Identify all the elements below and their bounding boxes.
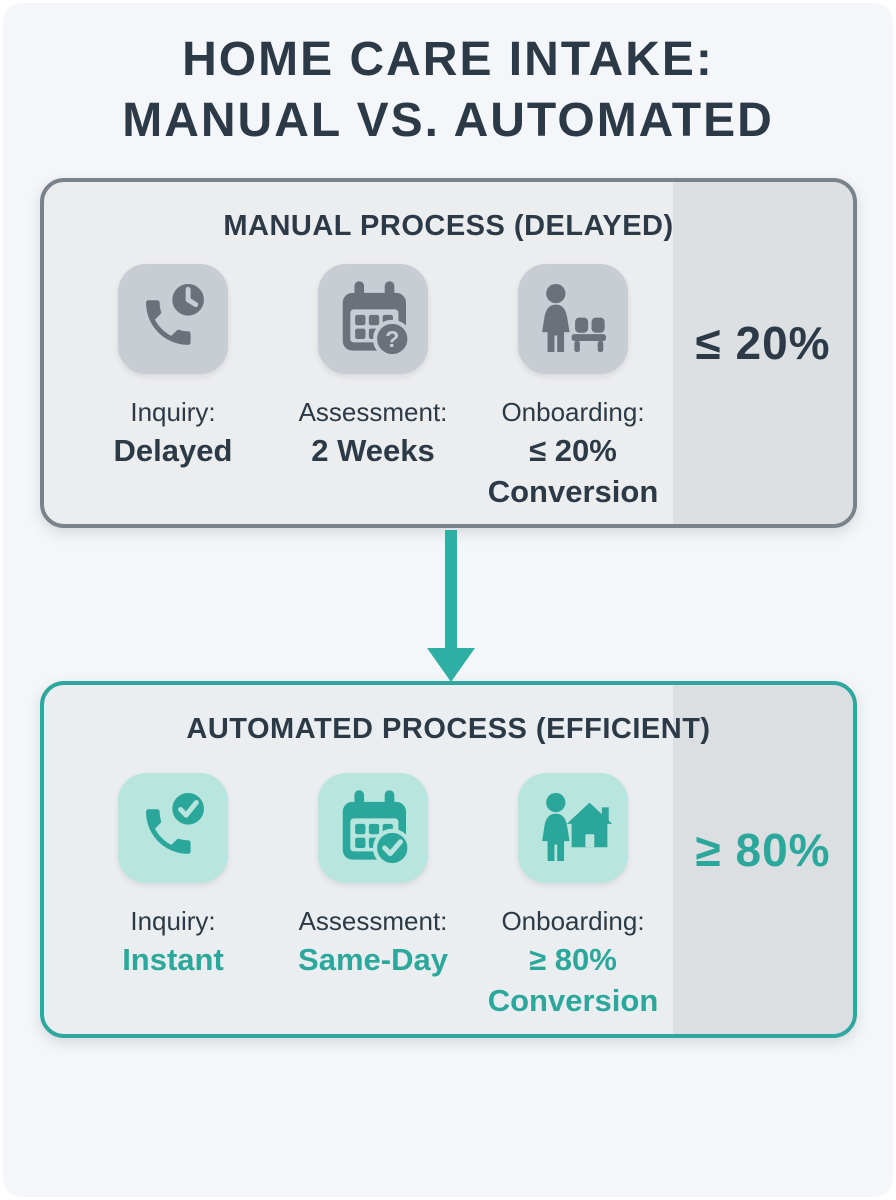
automated-inquiry-tile xyxy=(118,773,228,883)
page-title-line1: HOME CARE INTAKE: xyxy=(182,33,714,86)
automated-stat-band xyxy=(673,685,853,1034)
automated-process-card: AUTOMATED PROCESS (EFFICIENT) Inquiry: I… xyxy=(40,681,857,1038)
automated-assessment-tile xyxy=(318,773,428,883)
down-arrow-shaft xyxy=(445,530,457,650)
manual-inquiry-tile xyxy=(118,264,228,374)
manual-steps: Inquiry: Delayed xyxy=(73,264,673,510)
step-value: Delayed xyxy=(113,433,233,468)
automated-card-title: AUTOMATED PROCESS (EFFICIENT) xyxy=(186,713,711,745)
manual-onboarding-tile xyxy=(518,264,628,374)
person-waiting-bench-icon xyxy=(542,283,606,352)
step-label: Inquiry: xyxy=(130,906,216,936)
automated-onboarding-tile xyxy=(518,773,628,883)
step-value: Instant xyxy=(122,942,224,977)
step-label: Assessment: xyxy=(298,906,448,936)
automated-conversion-stat: ≥ 80% xyxy=(695,824,831,876)
manual-stat-band xyxy=(673,182,853,524)
down-arrow-head xyxy=(427,648,475,682)
step-value-line2: Conversion xyxy=(487,983,659,1018)
step-value-line2: Conversion xyxy=(487,474,659,509)
step-label: Assessment: xyxy=(298,397,448,427)
step-label: Inquiry: xyxy=(130,397,216,427)
step-label: Onboarding: xyxy=(501,906,645,936)
phone-check-icon xyxy=(146,788,209,854)
calendar-check-icon xyxy=(342,790,412,868)
person-house-icon xyxy=(542,792,613,861)
calendar-question-icon: ? xyxy=(342,281,412,359)
phone-clock-icon xyxy=(146,279,209,345)
step-value: ≥ 80% xyxy=(529,942,617,977)
manual-process-card: MANUAL PROCESS (DELAYED) Inquiry: Delaye… xyxy=(40,178,857,528)
manual-step-onboarding: Onboarding: ≤ 20% Conversion xyxy=(473,264,673,510)
step-value: ≤ 20% xyxy=(529,433,617,468)
automated-step-assessment: Assessment: Same-Day xyxy=(273,773,473,1019)
infographic-canvas: HOME CARE INTAKE: MANUAL VS. AUTOMATED MA… xyxy=(3,3,893,1197)
step-value: 2 Weeks xyxy=(311,433,435,468)
manual-assessment-tile: ? xyxy=(318,264,428,374)
page-title: HOME CARE INTAKE: MANUAL VS. AUTOMATED xyxy=(3,29,893,151)
svg-text:?: ? xyxy=(385,326,399,352)
automated-step-inquiry: Inquiry: Instant xyxy=(73,773,273,1019)
automated-step-onboarding: Onboarding: ≥ 80% Conversion xyxy=(473,773,673,1019)
manual-step-assessment: ? Assessment: 2 Weeks xyxy=(273,264,473,510)
step-value: Same-Day xyxy=(298,942,448,977)
manual-step-inquiry: Inquiry: Delayed xyxy=(73,264,273,510)
manual-conversion-stat: ≤ 20% xyxy=(695,317,831,369)
automated-steps: Inquiry: Instant xyxy=(73,773,673,1019)
page-title-line2: MANUAL VS. AUTOMATED xyxy=(122,94,774,147)
step-label: Onboarding: xyxy=(501,397,645,427)
manual-card-title: MANUAL PROCESS (DELAYED) xyxy=(223,210,674,242)
